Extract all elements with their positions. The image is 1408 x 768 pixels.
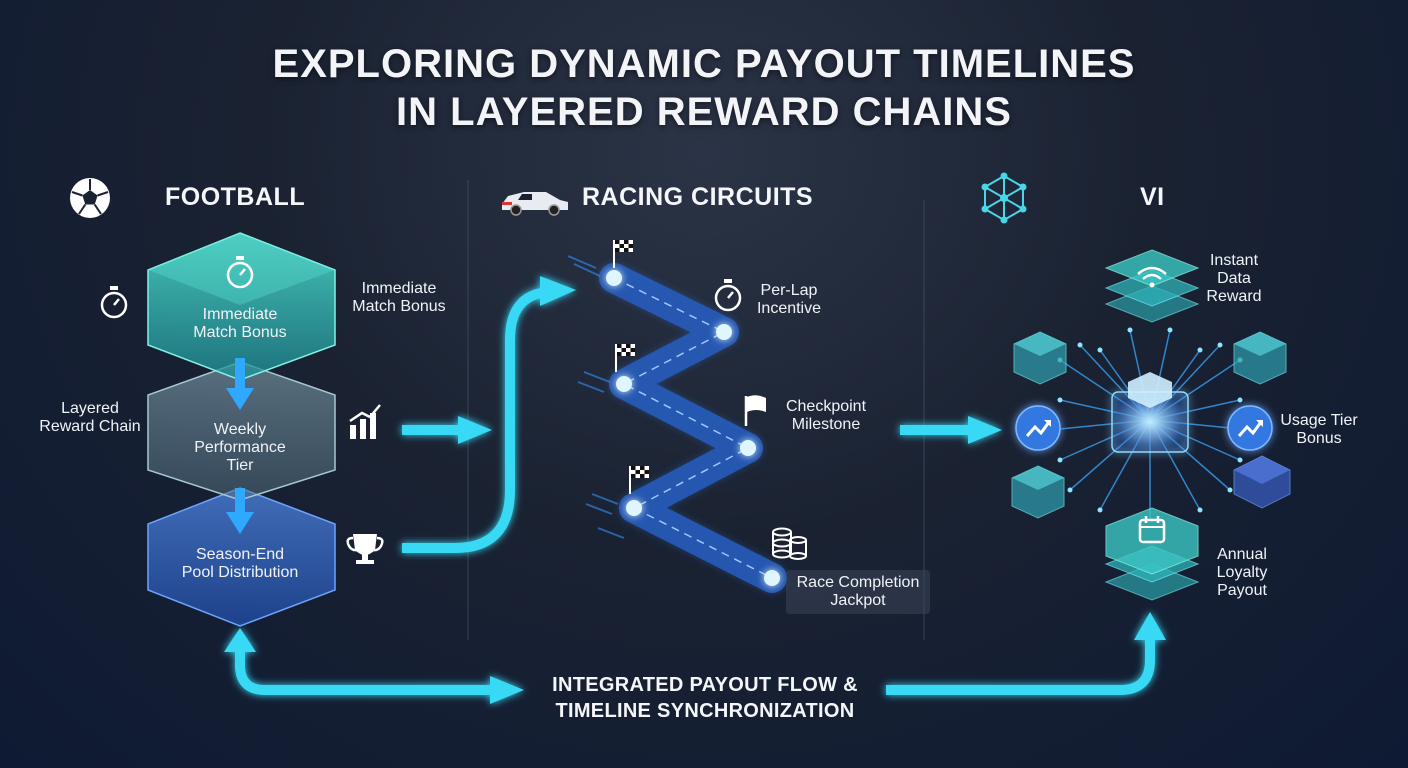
checkered-flag-icon [613,240,633,268]
track-node [716,324,732,340]
trophy-icon [346,534,384,564]
trend-up-icon [1015,405,1061,451]
network-hexagon-icon [981,172,1027,224]
season-end-layer [147,487,336,627]
side-label-immediate: Immediate Match Bonus [352,280,446,315]
bar-chart-icon [349,404,381,439]
flow-arrow-mid [402,276,576,553]
annual-payout-node [1104,507,1200,601]
stopwatch-icon [100,286,128,319]
coin-stack-icon [772,527,807,560]
wifi-icon [1137,266,1167,288]
football-heading: FOOTBALL [165,183,306,211]
race-car-icon [502,192,568,216]
flag-icon [744,395,766,426]
data-cube [1233,455,1291,509]
side-label-layered-chain: Layered Reward Chain [39,400,141,435]
track-node [606,270,622,286]
track-node [626,500,642,516]
racing-track [567,255,787,593]
integrated-flow-arrows [224,612,1166,704]
calendar-icon [1138,516,1166,544]
tier-label-weekly: Weekly Performance Season-End Tier [194,421,286,474]
soccer-ball-icon [70,178,110,218]
title-line-2: IN LAYERED REWARD CHAINS [396,90,1012,134]
stage-label-per-lap: Per-Lap Incentive [756,282,822,317]
stopwatch-icon [226,256,254,289]
track-node [616,376,632,392]
checkered-flag-icon [615,344,635,372]
stage-label-checkpoint: Checkpoint Milestone [785,398,867,433]
integrated-flow-caption: INTEGRATED PAYOUT FLOW & TIMELINE SYNCHR… [552,674,858,722]
checkered-flag-icon [629,466,649,494]
tier-label-season-end: Season-End Pool Distribution [181,546,299,581]
track-node [740,440,756,456]
data-cube [1233,331,1287,385]
instant-reward-node [1104,249,1200,323]
flow-arrow-right [900,416,1002,444]
tier-label-immediate: Immediate Match Bonus [193,306,287,341]
node-label-instant: Instant Data Reward [1206,252,1262,305]
stopwatch-icon [714,279,742,312]
data-cube [1011,465,1065,519]
track-node [764,570,780,586]
data-cube [1013,331,1067,385]
football-tier-stack [147,232,336,627]
node-label-usage-tier: Usage Tier Bonus [1280,412,1358,447]
racing-heading: RACING CIRCUITS [582,183,814,211]
vi-heading: VI [1140,183,1165,211]
trend-up-icon [1227,405,1273,451]
title-line-1: EXPLORING DYNAMIC PAYOUT TIMELINES [272,42,1136,86]
node-label-annual: Annual Loyalty Payout [1216,546,1268,599]
vi-network [981,172,1291,601]
stage-label-jackpot: Race Completion Jackpot [786,570,930,614]
